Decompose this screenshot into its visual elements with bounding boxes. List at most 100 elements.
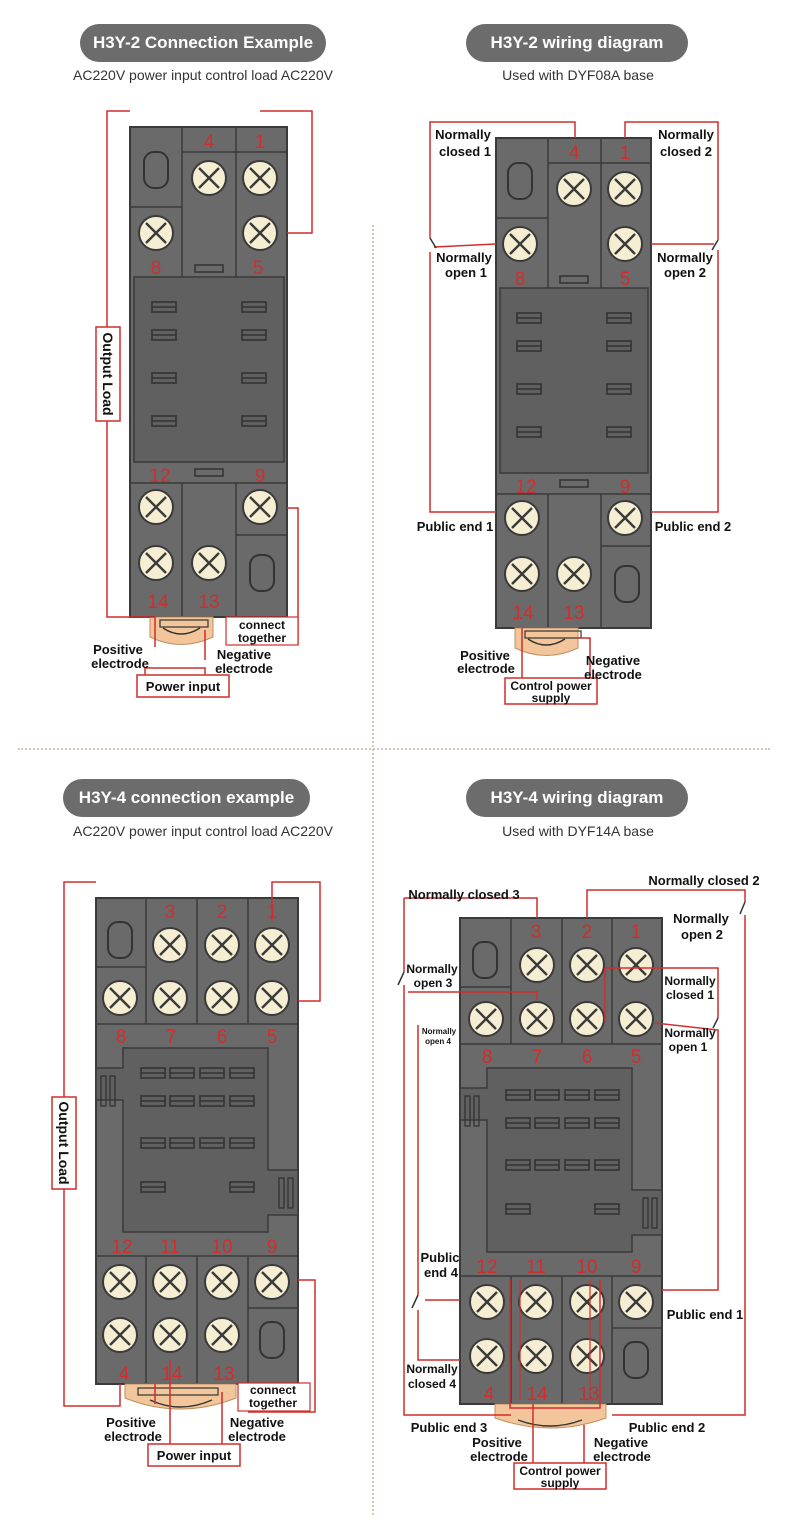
normally-closed-2-label: closed 2 <box>660 144 712 159</box>
h3y4-example-diagram <box>51 881 321 1467</box>
terminal-label: 9 <box>267 1237 278 1258</box>
negative-electrode-label: electrode <box>215 661 273 676</box>
terminal-label: 7 <box>532 1047 543 1068</box>
terminal-label: 13 <box>213 1364 234 1385</box>
normally-closed-1-label: closed 1 <box>666 988 714 1002</box>
terminal-label: 11 <box>160 1237 180 1258</box>
terminal-label: 3 <box>531 922 542 943</box>
terminal-label: 9 <box>620 477 631 498</box>
positive-electrode-label: electrode <box>104 1429 162 1444</box>
h3y2-example-title: H3Y-2 Connection Example <box>80 24 326 62</box>
positive-electrode-label: Positive <box>106 1415 156 1430</box>
terminal-label: 12 <box>515 477 536 498</box>
terminal-label: 13 <box>578 1384 599 1405</box>
terminal-label: 1 <box>631 922 642 943</box>
negative-electrode-label: Negative <box>217 647 271 662</box>
terminal-label: 14 <box>512 603 534 624</box>
normally-open-2-label: open 2 <box>681 927 723 942</box>
public-end-4-label: end 4 <box>424 1265 459 1280</box>
positive-electrode-label: Positive <box>472 1435 522 1450</box>
terminal-label: 9 <box>631 1257 642 1278</box>
h3y4-example-title: H3Y-4 connection example <box>63 779 310 817</box>
terminal-label: 4 <box>204 132 215 153</box>
terminal-label: 13 <box>563 603 584 624</box>
h3y2-wiring-diagram <box>429 121 719 705</box>
normally-closed-4-label: closed 4 <box>408 1377 456 1391</box>
terminal-label: 14 <box>526 1384 548 1405</box>
terminal-label: 8 <box>515 269 526 290</box>
h3y2-wiring-title: H3Y-2 wiring diagram <box>466 24 688 62</box>
output-load-label: Output Load <box>100 332 116 415</box>
terminal-label: 12 <box>111 1237 132 1258</box>
terminal-label: 14 <box>147 592 169 613</box>
normally-closed-2-label: Normally <box>658 127 714 142</box>
h3y2-example-subtitle: AC220V power input control load AC220V <box>73 67 333 83</box>
public-end-2-label: Public end 2 <box>655 519 732 534</box>
connect-together-label: connect <box>239 618 285 632</box>
normally-open-2-label: Normally <box>657 250 713 265</box>
terminal-label: 4 <box>484 1384 495 1405</box>
h3y4-wiring-diagram <box>397 889 746 1490</box>
terminal-label: 1 <box>267 902 278 923</box>
terminal-label: 6 <box>217 1027 228 1048</box>
negative-electrode-label: electrode <box>228 1429 286 1444</box>
control-power-supply-label: Control power <box>519 1464 601 1478</box>
terminal-label: 8 <box>482 1047 493 1068</box>
terminal-label: 1 <box>620 143 631 164</box>
terminal-label: 9 <box>255 466 266 487</box>
h3y4-example-subtitle: AC220V power input control load AC220V <box>73 823 333 839</box>
positive-electrode-label: electrode <box>457 661 515 676</box>
terminal-label: 1 <box>255 132 266 153</box>
normally-open-3-label: Normally <box>406 962 458 976</box>
terminal-label: 4 <box>569 143 580 164</box>
negative-electrode-label: Negative <box>586 653 640 668</box>
negative-electrode-label: Negative <box>594 1435 648 1450</box>
normally-closed-1-label: Normally <box>664 974 716 988</box>
section-divider-horizontal <box>18 748 770 750</box>
normally-closed-4-label: Normally <box>406 1362 458 1376</box>
public-end-4-label: Public <box>420 1250 459 1265</box>
terminal-label: 5 <box>620 269 631 290</box>
terminal-label: 8 <box>151 258 162 279</box>
positive-electrode-label: Positive <box>93 642 143 657</box>
normally-open-2-label: Normally <box>673 911 729 926</box>
terminal-label: 10 <box>211 1237 232 1258</box>
terminal-label: 12 <box>149 466 170 487</box>
normally-open-1-label: Normally <box>436 250 492 265</box>
normally-open-2-label: open 2 <box>664 265 706 280</box>
h3y4-wiring-title: H3Y-4 wiring diagram <box>466 779 688 817</box>
normally-closed-2-label: Normally closed 2 <box>648 873 759 888</box>
control-power-supply-label: supply <box>541 1476 580 1490</box>
positive-electrode-label: electrode <box>470 1449 528 1464</box>
public-end-3-label: Public end 3 <box>411 1420 488 1435</box>
normally-open-1-label: open 1 <box>669 1040 708 1054</box>
normally-closed-1-label: closed 1 <box>439 144 491 159</box>
normally-open-1-label: Normally <box>664 1026 716 1040</box>
terminal-label: 7 <box>166 1027 177 1048</box>
output-load-label: Output Load <box>56 1101 72 1184</box>
positive-electrode-label: Positive <box>460 648 510 663</box>
section-divider-vertical <box>372 225 374 1515</box>
power-input-label: Power input <box>157 1448 232 1463</box>
positive-electrode-label: electrode <box>91 656 149 671</box>
terminal-label: 2 <box>582 922 593 943</box>
public-end-1-label: Public end 1 <box>417 519 494 534</box>
terminal-label: 4 <box>119 1364 130 1385</box>
terminal-label: 3 <box>165 902 176 923</box>
normally-closed-1-label: Normally <box>435 127 491 142</box>
terminal-label: 2 <box>217 902 228 923</box>
normally-open-4-label: Normally <box>422 1027 457 1036</box>
negative-electrode-label: Negative <box>230 1415 284 1430</box>
connect-together-label: connect <box>250 1383 296 1397</box>
terminal-label: 5 <box>253 258 264 279</box>
terminal-label: 8 <box>116 1027 127 1048</box>
terminal-label: 5 <box>631 1047 642 1068</box>
terminal-label: 11 <box>526 1257 546 1278</box>
h3y2-wiring-subtitle: Used with DYF08A base <box>502 67 654 83</box>
public-end-2-label: Public end 2 <box>629 1420 706 1435</box>
terminal-label: 12 <box>476 1257 497 1278</box>
terminal-label: 14 <box>161 1364 183 1385</box>
h3y2-example-diagram <box>95 110 313 698</box>
negative-electrode-label: electrode <box>584 667 642 682</box>
